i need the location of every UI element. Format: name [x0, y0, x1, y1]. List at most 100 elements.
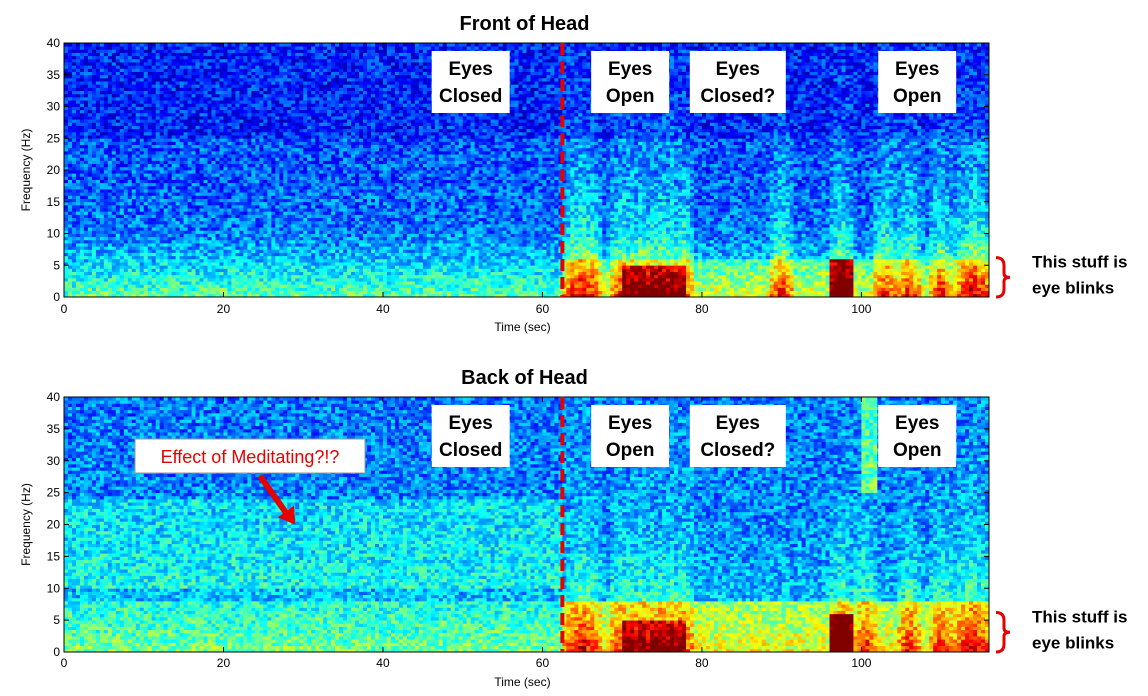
- spectrogram-cell: [92, 75, 96, 79]
- spectrogram-cell: [255, 234, 259, 238]
- spectrogram-cell: [235, 253, 239, 257]
- spectrogram-cell: [100, 94, 104, 98]
- spectrogram-cell: [295, 164, 299, 168]
- spectrogram-cell: [72, 87, 76, 91]
- spectrogram-cell: [204, 268, 208, 272]
- spectrogram-cell: [148, 291, 152, 295]
- spectrogram-cell: [283, 75, 287, 79]
- spectrogram-cell: [100, 160, 104, 164]
- spectrogram-cell: [84, 246, 88, 250]
- spectrogram-cell: [247, 243, 251, 247]
- spectrogram-cell: [223, 234, 227, 238]
- spectrogram-cell: [251, 160, 255, 164]
- spectrogram-cell: [180, 135, 184, 139]
- spectrogram-cell: [156, 126, 160, 130]
- spectrogram-cell: [172, 291, 176, 295]
- spectrogram-cell: [275, 62, 279, 66]
- spectrogram-cell: [212, 43, 216, 47]
- spectrogram-cell: [243, 208, 247, 212]
- spectrogram-cell: [80, 132, 84, 136]
- spectrogram-cell: [263, 138, 267, 142]
- spectrogram-cell: [247, 119, 251, 123]
- spectrogram-cell: [216, 84, 220, 88]
- spectrogram-cell: [263, 119, 267, 123]
- spectrogram-cell: [180, 126, 184, 130]
- spectrogram-cell: [196, 119, 200, 123]
- spectrogram-cell: [231, 253, 235, 257]
- spectrogram-cell: [80, 195, 84, 199]
- spectrogram-cell: [275, 65, 279, 69]
- spectrogram-cell: [76, 287, 80, 291]
- spectrogram-cell: [259, 135, 263, 139]
- spectrogram-cell: [208, 62, 212, 66]
- spectrogram-cell: [188, 224, 192, 228]
- spectrogram-cell: [291, 126, 295, 130]
- spectrogram-cell: [291, 148, 295, 152]
- spectrogram-cell: [176, 53, 180, 57]
- spectrogram-cell: [116, 240, 120, 244]
- spectrogram-cell: [196, 164, 200, 168]
- spectrogram-cell: [279, 138, 283, 142]
- spectrogram-cell: [104, 116, 108, 120]
- spectrogram-cell: [283, 284, 287, 288]
- spectrogram-cell: [120, 218, 124, 222]
- spectrogram-cell: [88, 272, 92, 276]
- spectrogram-cell: [243, 272, 247, 276]
- spectrogram-cell: [140, 281, 144, 285]
- spectrogram-cell: [100, 91, 104, 95]
- spectrogram-cell: [132, 49, 136, 53]
- spectrogram-cell: [96, 116, 100, 120]
- spectrogram-cell: [180, 91, 184, 95]
- spectrogram-cell: [263, 84, 267, 88]
- spectrogram-cell: [116, 205, 120, 209]
- spectrogram-cell: [192, 94, 196, 98]
- spectrogram-cell: [136, 154, 140, 158]
- spectrogram-cell: [204, 97, 208, 101]
- spectrogram-cell: [120, 141, 124, 145]
- spectrogram-cell: [243, 230, 247, 234]
- spectrogram-cell: [223, 180, 227, 184]
- spectrogram-cell: [220, 72, 224, 76]
- spectrogram-cell: [231, 84, 235, 88]
- spectrogram-cell: [227, 227, 231, 231]
- spectrogram-cell: [247, 107, 251, 111]
- spectrogram-cell: [100, 176, 104, 180]
- spectrogram-cell: [259, 186, 263, 190]
- spectrogram-cell: [176, 100, 180, 104]
- spectrogram-cell: [220, 205, 224, 209]
- spectrogram-cell: [120, 208, 124, 212]
- spectrogram-cell: [267, 72, 271, 76]
- spectrogram-cell: [96, 205, 100, 209]
- spectrogram-cell: [259, 211, 263, 215]
- spectrogram-cell: [84, 278, 88, 282]
- spectrogram-cell: [196, 97, 200, 101]
- spectrogram-cell: [216, 234, 220, 238]
- spectrogram-cell: [275, 227, 279, 231]
- spectrogram-cell: [212, 65, 216, 69]
- spectrogram-cell: [72, 43, 76, 47]
- spectrogram-cell: [112, 256, 116, 260]
- spectrogram-cell: [223, 129, 227, 133]
- spectrogram-cell: [140, 132, 144, 136]
- spectrogram-cell: [88, 234, 92, 238]
- spectrogram-cell: [255, 208, 259, 212]
- spectrogram-cell: [295, 265, 299, 269]
- spectrogram-cell: [64, 164, 68, 168]
- spectrogram-cell: [132, 97, 136, 101]
- spectrogram-cell: [275, 214, 279, 218]
- spectrogram-cell: [88, 116, 92, 120]
- spectrogram-cell: [188, 281, 192, 285]
- spectrogram-cell: [120, 145, 124, 149]
- spectrogram-cell: [196, 116, 200, 120]
- spectrogram-cell: [223, 91, 227, 95]
- spectrogram-cell: [92, 53, 96, 57]
- spectrogram-cell: [152, 192, 156, 196]
- spectrogram-cell: [128, 160, 132, 164]
- spectrogram-cell: [287, 110, 291, 114]
- spectrogram-cell: [72, 243, 76, 247]
- spectrogram-cell: [247, 97, 251, 101]
- spectrogram-cell: [263, 234, 267, 238]
- spectrogram-cell: [223, 103, 227, 107]
- spectrogram-cell: [188, 189, 192, 193]
- spectrogram-cell: [132, 87, 136, 91]
